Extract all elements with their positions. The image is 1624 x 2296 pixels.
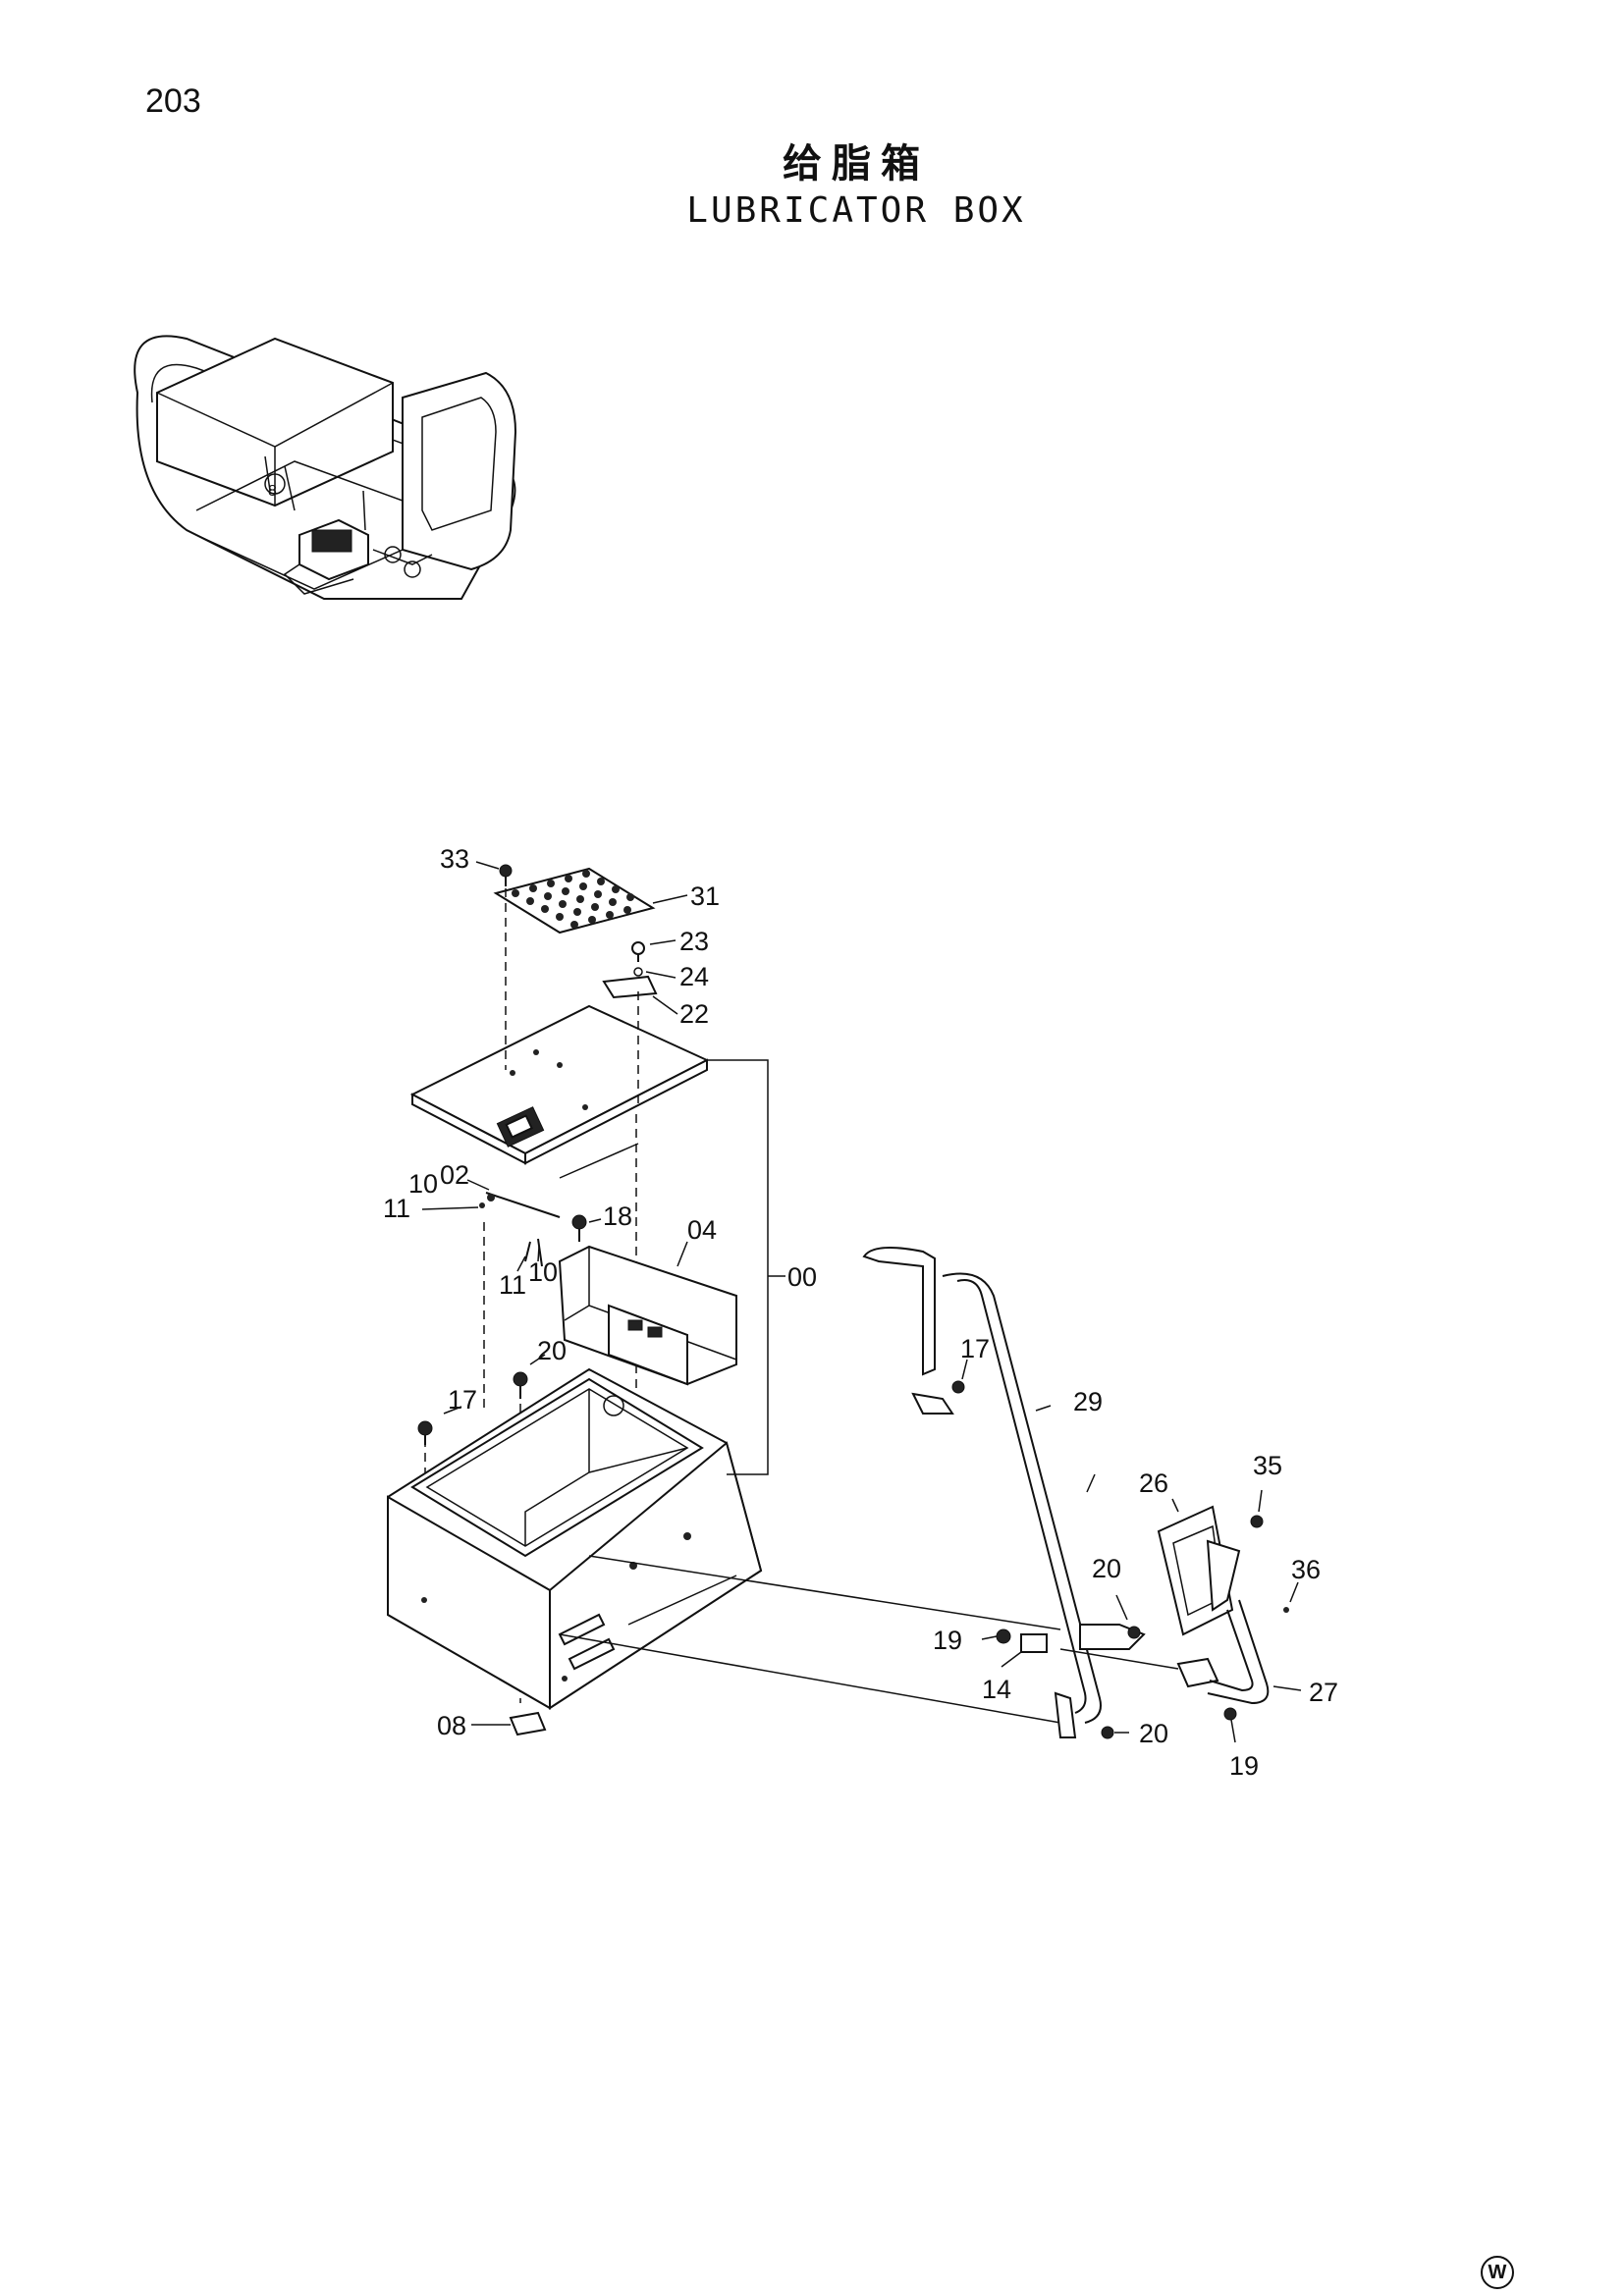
callout-20: 20 <box>1139 1719 1168 1748</box>
callout-10: 10 <box>408 1169 438 1199</box>
callout-24: 24 <box>679 962 709 991</box>
callout-11: 11 <box>383 1194 410 1223</box>
title-english: LUBRICATOR BOX <box>686 190 1026 231</box>
callout-23: 23 <box>679 927 709 956</box>
callout-29: 29 <box>1073 1387 1103 1416</box>
callout-11: 11 <box>499 1270 526 1300</box>
lubricator-box-exploded-view <box>387 864 1289 1739</box>
callout-27: 27 <box>1309 1678 1338 1707</box>
machine-overview-illustration: 8 <box>134 335 517 600</box>
callout-14: 14 <box>982 1675 1011 1704</box>
page-number: 203 <box>145 82 201 120</box>
title-chinese: 给脂箱 <box>783 141 930 187</box>
callout-20: 20 <box>1092 1554 1121 1583</box>
leader-lines <box>421 861 1302 1743</box>
callout-19: 19 <box>933 1626 962 1655</box>
part-callouts: 33 31 23 24 22 02 10 11 18 04 11 10 00 2… <box>383 844 1338 1781</box>
callout-33: 33 <box>440 844 469 874</box>
callout-26: 26 <box>1139 1468 1168 1498</box>
callout-00: 00 <box>787 1262 817 1292</box>
callout-20: 20 <box>537 1336 567 1365</box>
callout-02: 02 <box>440 1160 469 1190</box>
callout-35: 35 <box>1253 1451 1282 1480</box>
callout-17: 17 <box>960 1334 990 1363</box>
callout-36: 36 <box>1291 1555 1321 1584</box>
callout-04: 04 <box>687 1215 717 1245</box>
callout-17: 17 <box>448 1385 477 1415</box>
svg-text:8: 8 <box>268 483 277 500</box>
callout-08: 08 <box>437 1711 466 1740</box>
callout-31: 31 <box>690 881 720 911</box>
callout-10: 10 <box>528 1257 558 1287</box>
callout-19: 19 <box>1229 1751 1259 1781</box>
callout-22: 22 <box>679 999 709 1029</box>
circled-w-mark: W <box>1481 2256 1514 2289</box>
callout-18: 18 <box>603 1201 632 1231</box>
